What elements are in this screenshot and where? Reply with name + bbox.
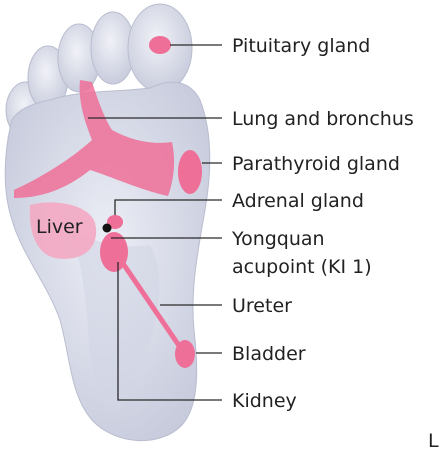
bladder-zone xyxy=(175,340,195,368)
label-yongquan-line1: Yongquan xyxy=(232,228,325,250)
pituitary-zone xyxy=(149,36,171,54)
side-marker: L xyxy=(428,430,439,452)
label-ureter: Ureter xyxy=(232,295,292,317)
label-kidney: Kidney xyxy=(232,390,297,412)
label-yongquan-line2: acupoint (KI 1) xyxy=(232,256,372,278)
label-liver: Liver xyxy=(36,216,83,238)
label-parathyroid-gland: Parathyroid gland xyxy=(232,153,400,175)
label-pituitary-gland: Pituitary gland xyxy=(232,35,370,57)
parathyroid-zone xyxy=(178,150,202,194)
yongquan-acupoint-dot xyxy=(103,224,112,233)
label-lung-and-bronchus: Lung and bronchus xyxy=(232,108,414,130)
label-bladder: Bladder xyxy=(232,343,306,365)
label-adrenal-gland: Adrenal gland xyxy=(232,190,364,212)
